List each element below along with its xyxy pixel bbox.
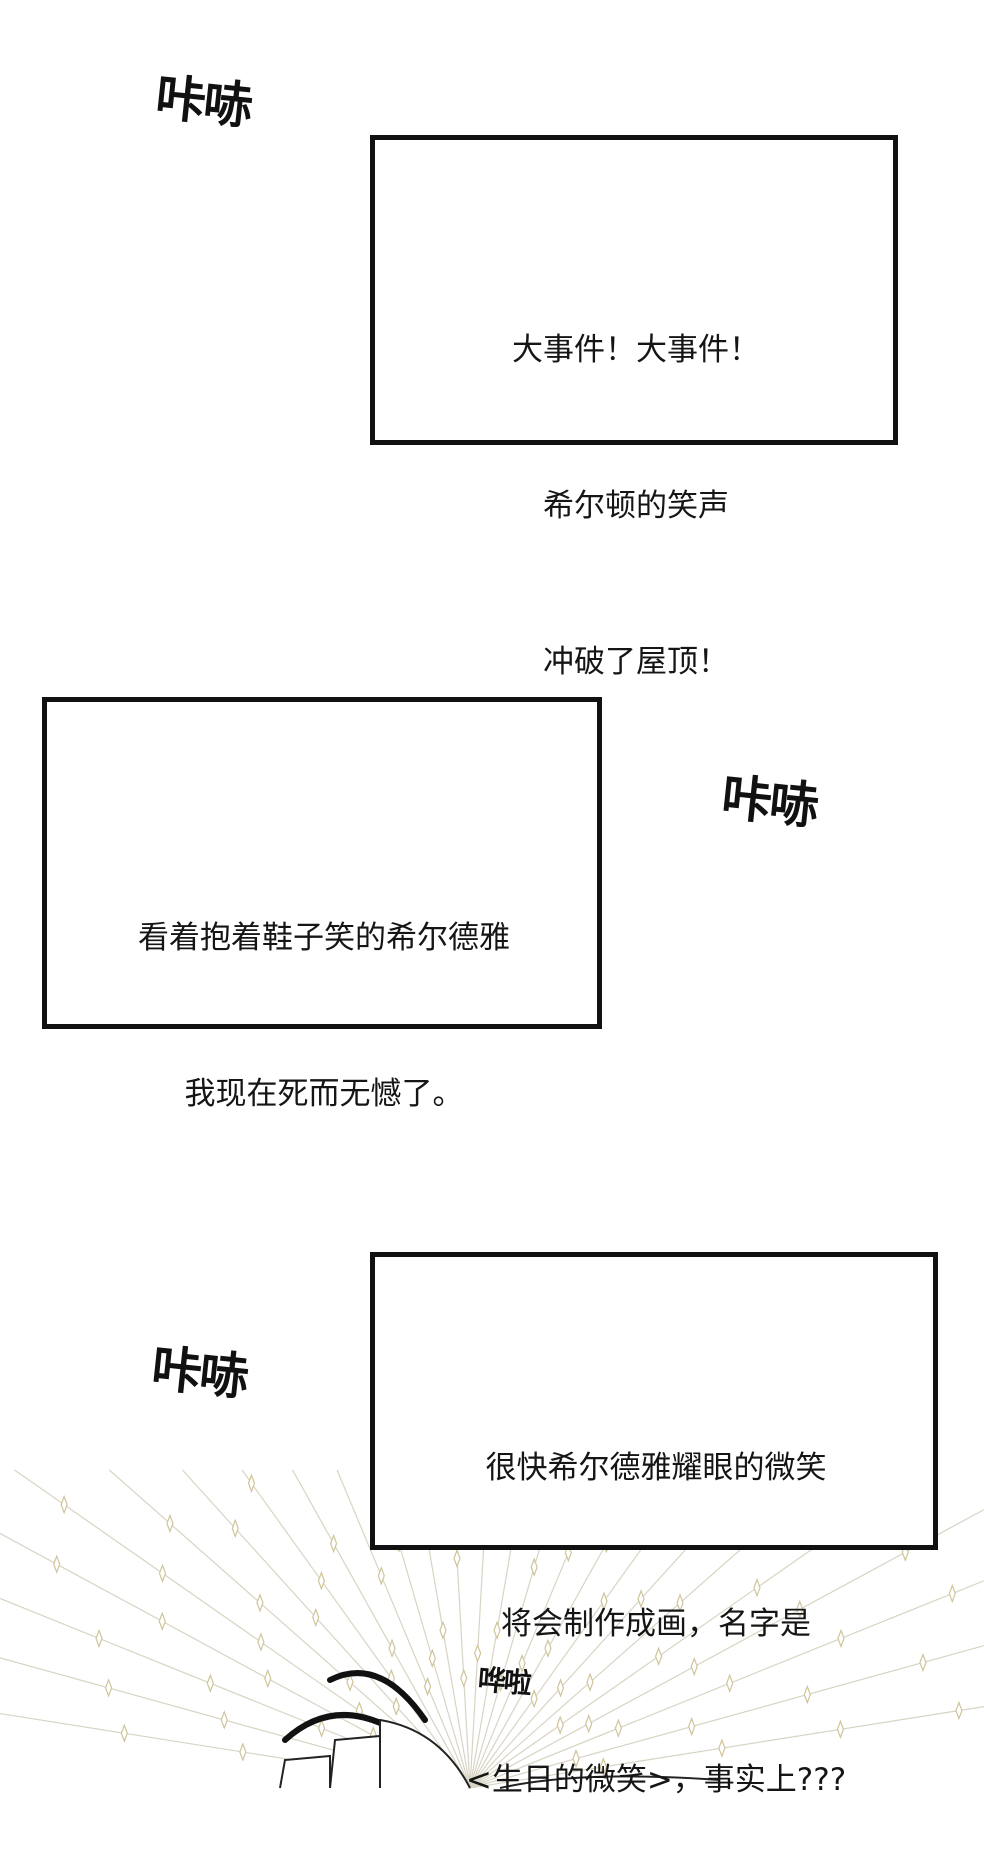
sparkle-icon (497, 1672, 505, 1693)
sparkle-icon (158, 1611, 166, 1632)
narration-text-3: 很快希尔德雅耀眼的微笑 将会制作成画，名字是 <生日的微笑>，事实上??? (372, 1338, 940, 1858)
sparkle-icon (556, 1715, 564, 1735)
sparkle-icon (572, 1748, 580, 1769)
light-ray (469, 1509, 984, 1789)
sparkle-icon (158, 1563, 167, 1584)
sfx-kacha-1: 咔哧 (152, 68, 255, 136)
sparkle-icon (247, 1473, 256, 1493)
light-ray (469, 1705, 984, 1789)
sparkle-icon (837, 1628, 845, 1649)
sparkle-icon (518, 1653, 526, 1674)
sparkle-icon (544, 1638, 552, 1658)
narration-box-1 (370, 135, 898, 445)
sparkle-icon (614, 1718, 623, 1738)
sparkle-icon (599, 1757, 607, 1777)
light-ray (336, 1469, 471, 1789)
sparkle-icon (796, 1599, 804, 1620)
narration-line: 大事件！大事件！ (512, 332, 760, 368)
sparkle-icon (955, 1700, 963, 1721)
light-ray (469, 1645, 984, 1789)
sparkle-icon (753, 1577, 761, 1598)
sparkle-icon (264, 1668, 272, 1689)
sparkle-icon (530, 1688, 538, 1709)
sparkle-icon (836, 1719, 845, 1740)
narration-text-2: 看着抱着鞋子笑的希尔德雅 我现在死而无憾了。 (44, 808, 604, 1172)
sparkle-icon (948, 1583, 956, 1604)
sparkle-icon (453, 1548, 461, 1569)
sparkle-icon (530, 1557, 538, 1577)
narration-line: 看着抱着鞋子笑的希尔德雅 (138, 920, 510, 956)
sparkle-icon (460, 1668, 468, 1688)
sparkle-icon (392, 1696, 400, 1717)
sparkle-icon (585, 1713, 593, 1734)
light-ray (241, 1469, 471, 1789)
sparkle-icon (256, 1593, 264, 1613)
sparkle-icon (312, 1607, 320, 1628)
sparkle-icon (317, 1718, 326, 1738)
narration-box-3 (370, 1252, 938, 1550)
sparkle-icon (654, 1646, 663, 1667)
sparkle-icon (586, 1672, 594, 1692)
sparkle-icon (53, 1554, 61, 1574)
narration-text-1: 大事件！大事件！ 希尔顿的笑声 冲破了屋顶！ (372, 220, 900, 740)
sparkle-icon (95, 1628, 103, 1649)
sparkle-icon (329, 1533, 338, 1554)
sparkle-icon (564, 1543, 572, 1563)
narration-line: 我现在死而无憾了。 (184, 1076, 464, 1112)
sparkle-icon (377, 1566, 385, 1586)
sparkle-icon (688, 1716, 696, 1737)
sparkle-icon (239, 1742, 247, 1762)
sparkle-icon (690, 1656, 698, 1677)
sfx-sound-huala: 哗啦 (476, 1662, 532, 1701)
sparkle-icon (388, 1638, 396, 1658)
sparkle-icon (439, 1620, 447, 1641)
sparkle-icon (676, 1593, 684, 1613)
sparkle-icon (231, 1518, 239, 1539)
sparkle-icon (220, 1710, 228, 1730)
sparkle-icon (166, 1513, 174, 1534)
sparkle-icon (120, 1723, 128, 1743)
sparkle-icon (803, 1684, 811, 1705)
sparkle-icon (600, 1591, 608, 1611)
narration-line: 希尔顿的笑声 (543, 488, 729, 524)
sparkle-icon (493, 1620, 501, 1641)
sparkle-icon (637, 1589, 645, 1609)
sparkle-icon (428, 1648, 436, 1669)
sparkle-icon (423, 1676, 432, 1697)
sparkle-rays-illustration (0, 1469, 984, 1789)
sparkle-icon (257, 1632, 265, 1652)
sparkle-icon (317, 1571, 326, 1591)
sparkle-icon (726, 1673, 734, 1693)
sparkle-icon (473, 1643, 482, 1663)
narration-line: <生日的微笑>，事实上??? (465, 1762, 847, 1798)
narration-line: 将会制作成画，名字是 (501, 1606, 811, 1642)
sparkle-icon (346, 1672, 354, 1692)
sparkle-icon (206, 1673, 214, 1693)
sparkle-icon (556, 1678, 565, 1698)
sparkle-icon (60, 1494, 68, 1515)
narration-box-2 (42, 697, 602, 1029)
sparkle-icon (718, 1738, 726, 1758)
narration-line: 很快希尔德雅耀眼的微笑 (485, 1450, 827, 1486)
sfx-kacha-2: 咔哧 (718, 768, 821, 836)
book-icon (279, 1718, 721, 1789)
sfx-kacha-3: 咔哧 (148, 1339, 251, 1407)
sparkle-icon (104, 1678, 113, 1698)
narration-line: 冲破了屋顶！ (543, 644, 729, 680)
light-ray (292, 1469, 471, 1789)
sparkle-icon (919, 1652, 927, 1673)
